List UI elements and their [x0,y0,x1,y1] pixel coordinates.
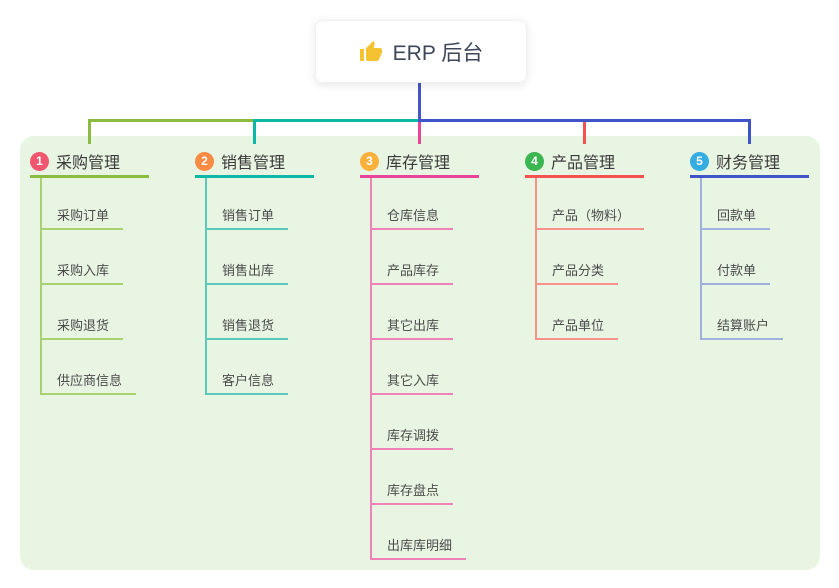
child-node-5-3[interactable]: 结算账户 [700,313,784,340]
root-node[interactable]: ERP 后台 [315,20,527,83]
branch-label-2: 销售管理 [221,155,286,172]
branch-drop-line-4 [583,119,586,144]
child-node-5-2[interactable]: 付款单 [700,258,771,285]
child-node-3-3[interactable]: 其它出库 [370,313,454,340]
branch-number-badge-4: 4 [525,151,544,171]
branch-spine-4 [535,178,537,340]
child-node-1-4[interactable]: 供应商信息 [40,368,137,395]
root-node-label: ERP 后台 [392,41,484,65]
child-node-4-2[interactable]: 产品分类 [535,258,619,285]
child-node-3-4[interactable]: 其它入库 [370,368,454,395]
branch-spine-5 [700,178,702,340]
child-node-2-1[interactable]: 销售订单 [205,203,289,230]
branch-node-3[interactable]: 3 库存管理 [360,147,479,178]
child-node-1-1[interactable]: 采购订单 [40,203,124,230]
branches-panel [20,136,820,570]
branch-drop-line-5 [748,119,751,144]
branch-number-badge-5: 5 [690,151,709,171]
branch-drop-line-2 [253,119,256,144]
branch-label-4: 产品管理 [551,155,616,172]
child-node-2-3[interactable]: 销售退货 [205,313,289,340]
bus-segment-right [418,119,751,122]
branch-node-2[interactable]: 2 销售管理 [195,147,314,178]
child-node-5-1[interactable]: 回款单 [700,203,771,230]
bus-segment-left [88,119,256,122]
branch-number-badge-2: 2 [195,151,214,171]
branch-label-5: 财务管理 [716,155,781,172]
branch-label-1: 采购管理 [56,155,121,172]
child-node-4-1[interactable]: 产品（物料） [535,203,645,230]
root-stem-line [418,79,421,122]
branch-spine-2 [205,178,207,395]
branch-spine-3 [370,178,372,560]
child-node-3-5[interactable]: 库存调拨 [370,423,454,450]
child-node-2-4[interactable]: 客户信息 [205,368,289,395]
branch-number-badge-3: 3 [360,151,379,171]
thumbs-up-icon [359,40,383,64]
child-node-3-2[interactable]: 产品库存 [370,258,454,285]
branch-spine-1 [40,178,42,395]
branch-label-3: 库存管理 [386,155,451,172]
child-node-1-3[interactable]: 采购退货 [40,313,124,340]
child-node-3-1[interactable]: 仓库信息 [370,203,454,230]
branch-node-5[interactable]: 5 财务管理 [690,147,809,178]
child-node-3-6[interactable]: 库存盘点 [370,478,454,505]
branch-number-badge-1: 1 [30,151,49,171]
branch-drop-line-1 [88,119,91,144]
child-node-1-2[interactable]: 采购入库 [40,258,124,285]
branch-node-1[interactable]: 1 采购管理 [30,147,149,178]
branch-node-4[interactable]: 4 产品管理 [525,147,644,178]
bus-segment-middle [253,119,421,122]
child-node-4-3[interactable]: 产品单位 [535,313,619,340]
child-node-3-7[interactable]: 出库库明细 [370,533,467,560]
branch-drop-line-3 [418,119,421,144]
child-node-2-2[interactable]: 销售出库 [205,258,289,285]
